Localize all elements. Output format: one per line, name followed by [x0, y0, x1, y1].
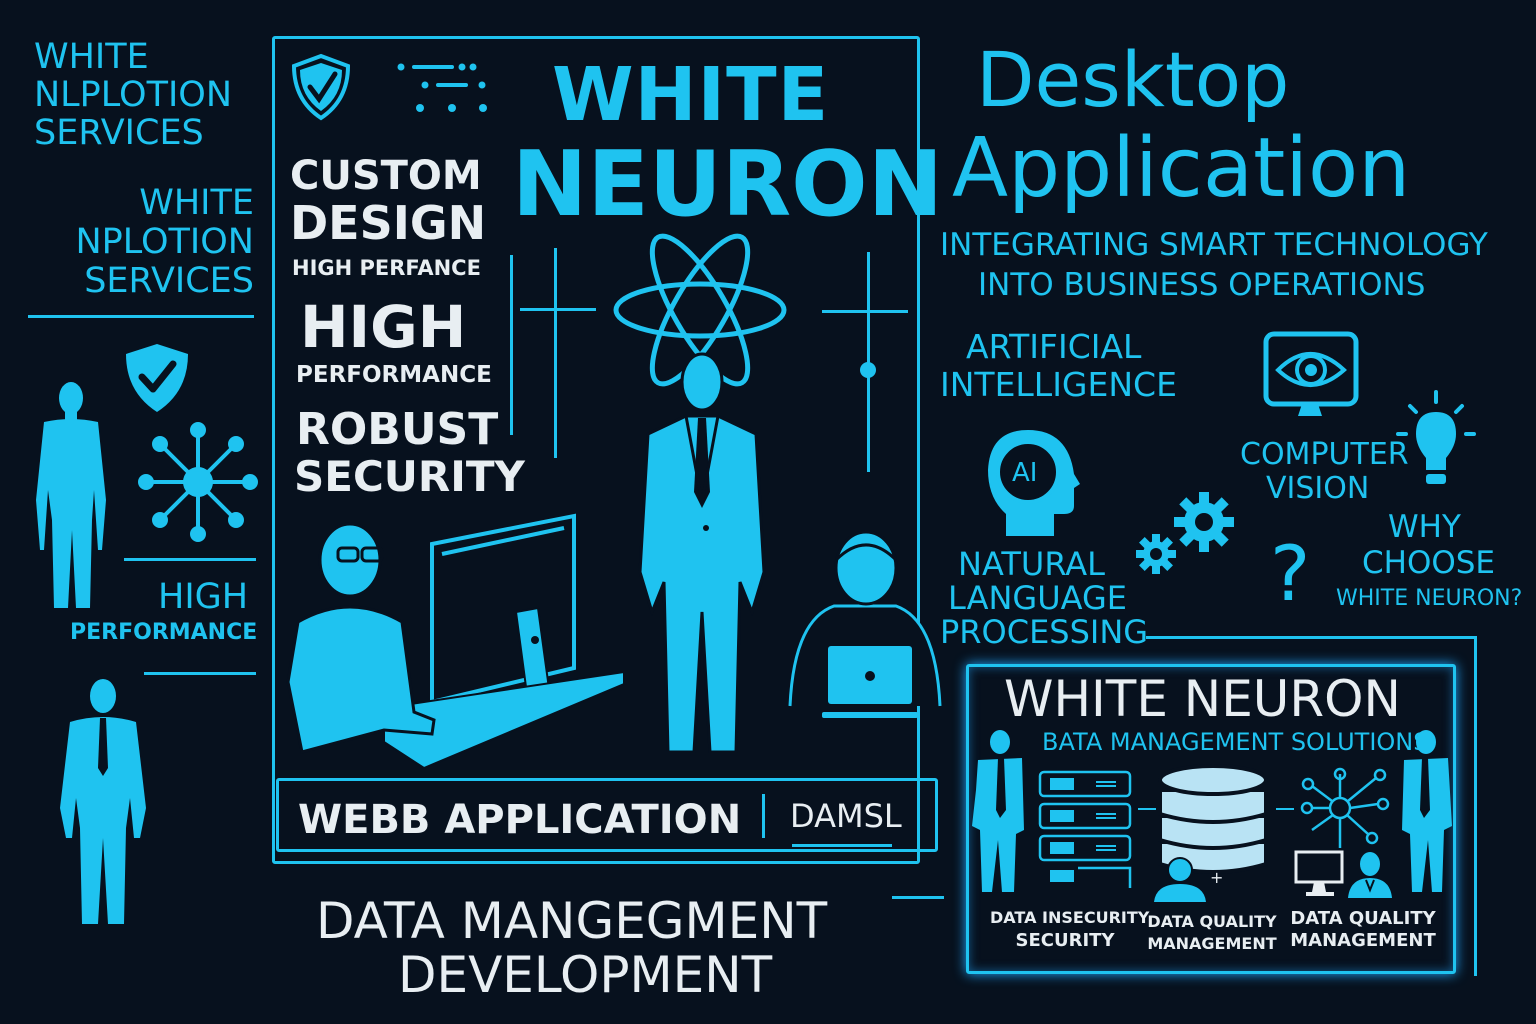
atom-icon — [613, 233, 787, 387]
shield-check-icon — [291, 53, 351, 121]
why-line-2: CHOOSE — [1362, 545, 1496, 581]
footer-bar — [276, 778, 938, 852]
services-block-2-line-3: SERVICES — [84, 261, 254, 301]
services-block-2-line-2: NPLOTION — [75, 222, 254, 262]
connector-line — [1138, 808, 1156, 810]
caption-1-line-2: SECURITY — [1015, 930, 1115, 951]
person-with-laptop-icon — [788, 530, 942, 718]
cv-line-2: VISION — [1266, 471, 1370, 506]
cv-line-1: COMPUTER — [1240, 437, 1409, 472]
network-node-icon — [138, 422, 258, 542]
divider — [762, 794, 765, 838]
data-panel-subtitle: BATA MANAGEMENT SOLUTIONS — [1042, 728, 1429, 756]
divider — [124, 558, 256, 561]
question-mark-icon: ? — [1270, 529, 1311, 618]
center-panel — [272, 36, 920, 864]
high-subtitle: PERFORMANCE — [70, 620, 258, 645]
database-icon — [1158, 764, 1268, 874]
connector-line — [1474, 636, 1477, 976]
divider — [28, 315, 254, 318]
data-panel-title: WHITE NEURON — [1004, 670, 1401, 728]
nlp-line-2: LANGUAGE — [948, 579, 1127, 617]
desktop-title-line-2: Application — [952, 121, 1411, 216]
feature-robust: ROBUST — [296, 404, 499, 455]
connector-line — [1146, 636, 1476, 639]
ai-head-icon — [988, 430, 1080, 536]
caption-2-line-1: DATA QUALITY — [1147, 912, 1277, 931]
feature-high: HIGH — [300, 293, 467, 361]
web-application-label[interactable]: WEBB APPLICATION — [298, 797, 742, 843]
damsl-label[interactable]: DAMSL — [790, 797, 902, 835]
ai-title-line-1: ARTIFICIAL — [966, 327, 1142, 366]
lightbulb-icon — [1396, 390, 1476, 484]
services-block-2-line-1: WHITE — [139, 183, 254, 223]
decor-line — [520, 308, 596, 311]
subtitle-line-1: INTEGRATING SMART TECHNOLOGY — [940, 227, 1488, 263]
data-management-panel — [966, 664, 1456, 974]
services-block-1: WHITE NLPLOTION SERVICES — [34, 38, 232, 152]
user-icon — [1154, 857, 1206, 902]
damsl-underline — [792, 844, 892, 847]
caption-3-line-1: DATA QUALITY — [1290, 908, 1436, 929]
services-block-1-line-1: WHITE — [34, 37, 149, 77]
computer-vision-icon — [1263, 331, 1359, 416]
nlp-line-3: PROCESSING — [940, 613, 1149, 651]
feature-security: SECURITY — [294, 452, 525, 501]
brand-title-line-1: WHITE — [552, 52, 830, 138]
why-line-3[interactable]: WHITE NEURON? — [1336, 586, 1523, 611]
network-hub-icon — [1300, 767, 1390, 848]
bottom-heading-line-2: DEVELOPMENT — [398, 946, 773, 1004]
decor-line — [510, 255, 513, 435]
services-block-2: WHITE NPLOTION SERVICES — [40, 184, 254, 301]
ai-badge: AI — [1012, 458, 1038, 488]
person-at-desk-icon — [286, 513, 625, 770]
why-line-1: WHY — [1388, 509, 1461, 545]
high-title: HIGH — [158, 577, 249, 617]
server-rack-icon — [1038, 770, 1132, 888]
decor-dot — [860, 362, 876, 378]
businessman-icon — [972, 730, 1024, 892]
brand-title-line-2: NEURON — [512, 132, 944, 237]
shield-check-icon — [126, 344, 188, 412]
services-block-1-line-2: NLPLOTION — [34, 75, 233, 115]
desktop-title-line-1: Desktop — [976, 35, 1290, 124]
feature-performance: PERFORMANCE — [296, 362, 492, 388]
bottom-heading-line-1: DATA MANGEGMENT — [316, 892, 828, 950]
feature-design: DESIGN — [290, 196, 487, 250]
nlp-line-1: NATURAL — [958, 545, 1105, 583]
divider — [144, 672, 256, 675]
feature-high-perfance: HIGH PERFANCE — [292, 256, 481, 280]
services-block-1-line-3: SERVICES — [34, 113, 204, 153]
caption-2-line-2: MANAGEMENT — [1147, 934, 1277, 953]
caption-1-line-1: DATA INSECURITY — [990, 908, 1150, 927]
caption-3-line-2: MANAGEMENT — [1290, 930, 1436, 951]
businessman-icon — [1402, 730, 1452, 892]
workstation-icon — [1294, 850, 1392, 898]
connector-line — [1276, 808, 1294, 810]
decor-line — [554, 248, 557, 458]
gears-icon — [1136, 492, 1234, 574]
decorative-dots-icon — [397, 63, 487, 112]
feature-custom: CUSTOM — [290, 153, 482, 199]
businessman-icon — [60, 679, 146, 924]
decor-line — [822, 310, 908, 313]
ai-title-line-2: INTELLIGENCE — [940, 365, 1177, 404]
businessman-icon — [638, 352, 766, 754]
connector-line — [892, 896, 944, 899]
subtitle-line-2: INTO BUSINESS OPERATIONS — [978, 267, 1426, 303]
person-icon — [36, 382, 106, 608]
plus-icon: + — [1210, 868, 1224, 887]
